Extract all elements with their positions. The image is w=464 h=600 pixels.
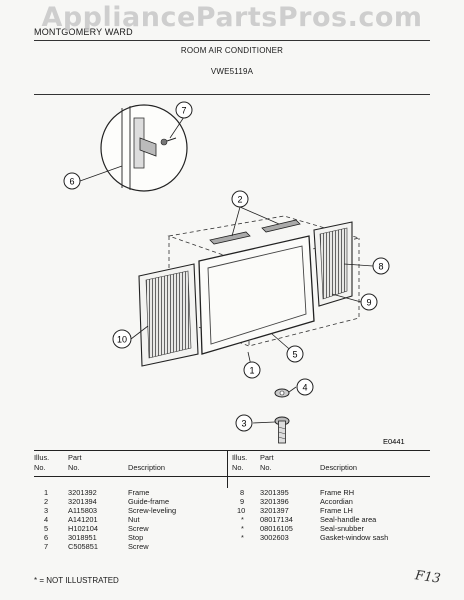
nut-part xyxy=(274,388,290,398)
callout-8: 8 xyxy=(372,257,390,275)
row-illus: 1 xyxy=(44,488,49,497)
svg-text:2: 2 xyxy=(237,195,242,205)
svg-text:9: 9 xyxy=(366,298,371,308)
row-desc: Seal-handle area xyxy=(320,515,377,524)
row-illus: 8 xyxy=(240,488,245,497)
callout-2: 2 xyxy=(231,190,249,208)
row-desc: Nut xyxy=(128,515,140,524)
row-part: 08016105 xyxy=(260,524,293,533)
model-number: VWE5119A xyxy=(210,67,254,76)
svg-text:1: 1 xyxy=(249,366,254,376)
row-illus: * xyxy=(241,524,244,533)
exploded-parts-diagram: 7 6 2 8 9 10 5 1 4 3 E0441 xyxy=(63,101,405,446)
table-header-rule xyxy=(34,476,430,477)
accordian-right xyxy=(313,221,353,307)
svg-text:8: 8 xyxy=(378,262,383,272)
row-illus: 4 xyxy=(44,515,49,524)
product-title: ROOM AIR CONDITIONER xyxy=(180,46,284,55)
model-line: MONTGOMERY WARD xyxy=(34,27,133,37)
row-desc: Stop xyxy=(128,533,144,542)
header-part-right: Part xyxy=(260,453,274,462)
header-partno-right: No. xyxy=(260,463,272,472)
cabinet-outline xyxy=(167,215,361,347)
svg-text:3: 3 xyxy=(241,419,246,429)
callout-9: 9 xyxy=(360,293,378,311)
row-illus: 10 xyxy=(237,506,246,515)
callout-1: 1 xyxy=(243,361,261,379)
row-part: 3002603 xyxy=(260,533,289,542)
row-desc: Screw-leveling xyxy=(128,506,177,515)
row-illus: 7 xyxy=(44,542,49,551)
callout-7: 7 xyxy=(175,101,193,119)
header-rule xyxy=(34,40,430,41)
diagram-code: E0441 xyxy=(383,437,405,446)
svg-text:4: 4 xyxy=(302,383,307,393)
row-illus: * xyxy=(241,533,244,542)
row-part: 3201395 xyxy=(260,488,289,497)
header-no-right: No. xyxy=(232,463,244,472)
row-illus: 3 xyxy=(44,506,49,515)
callout-5: 5 xyxy=(286,345,304,363)
svg-text:7: 7 xyxy=(181,106,186,116)
row-desc: Screw xyxy=(128,542,149,551)
row-desc: Screw xyxy=(128,524,149,533)
row-desc: Frame xyxy=(128,488,150,497)
row-desc: Accordian xyxy=(320,497,353,506)
leveling-screw-part xyxy=(274,416,290,444)
header-rule-lower xyxy=(34,94,430,95)
header-part-left: Part xyxy=(68,453,82,462)
table-divider xyxy=(227,450,228,488)
row-desc: Seal-snubber xyxy=(320,524,364,533)
guide-frame-strips xyxy=(209,219,301,245)
row-desc: Guide-frame xyxy=(128,497,170,506)
row-part: 08017134 xyxy=(260,515,293,524)
row-part: A115803 xyxy=(68,506,98,515)
header-illus-left: Illus. xyxy=(34,453,50,462)
leader-lines xyxy=(79,116,374,424)
row-desc: Frame LH xyxy=(320,506,353,515)
row-part: 3201392 xyxy=(68,488,97,497)
header-desc-left: Description xyxy=(128,463,165,472)
row-desc: Gasket-window sash xyxy=(320,533,389,542)
row-desc: Frame RH xyxy=(320,488,355,497)
svg-text:6: 6 xyxy=(69,177,74,187)
frame-part xyxy=(198,235,315,355)
footnote: * = NOT ILLUSTRATED xyxy=(34,576,119,585)
callout-6: 6 xyxy=(63,172,81,190)
row-illus: 5 xyxy=(44,524,49,533)
row-illus: 2 xyxy=(44,497,49,506)
handwritten-note: F13 xyxy=(414,568,442,587)
row-part: 3201394 xyxy=(68,497,97,506)
callouts: 7 6 2 8 9 10 5 1 4 3 xyxy=(63,101,390,432)
row-part: H102104 xyxy=(68,524,98,533)
row-part: A141201 xyxy=(68,515,98,524)
header-desc-right: Description xyxy=(320,463,357,472)
svg-text:10: 10 xyxy=(117,335,127,345)
callout-3: 3 xyxy=(235,414,253,432)
row-part: C505851 xyxy=(68,542,98,551)
svg-text:5: 5 xyxy=(292,350,297,360)
callout-10: 10 xyxy=(112,329,132,349)
header-partno-left: No. xyxy=(68,463,80,472)
table-top-rule xyxy=(34,450,430,451)
row-illus: 6 xyxy=(44,533,49,542)
accordian-left xyxy=(138,263,199,367)
row-part: 3201396 xyxy=(260,497,289,506)
row-part: 3018951 xyxy=(68,533,97,542)
watermark: AppliancePartsPros.com xyxy=(41,2,423,33)
detail-inset xyxy=(100,104,188,192)
row-part: 3201397 xyxy=(260,506,289,515)
callout-4: 4 xyxy=(296,378,314,396)
header-illus-right: Illus. xyxy=(232,453,248,462)
header-no-left: No. xyxy=(34,463,46,472)
row-illus: * xyxy=(241,515,244,524)
row-illus: 9 xyxy=(240,497,245,506)
